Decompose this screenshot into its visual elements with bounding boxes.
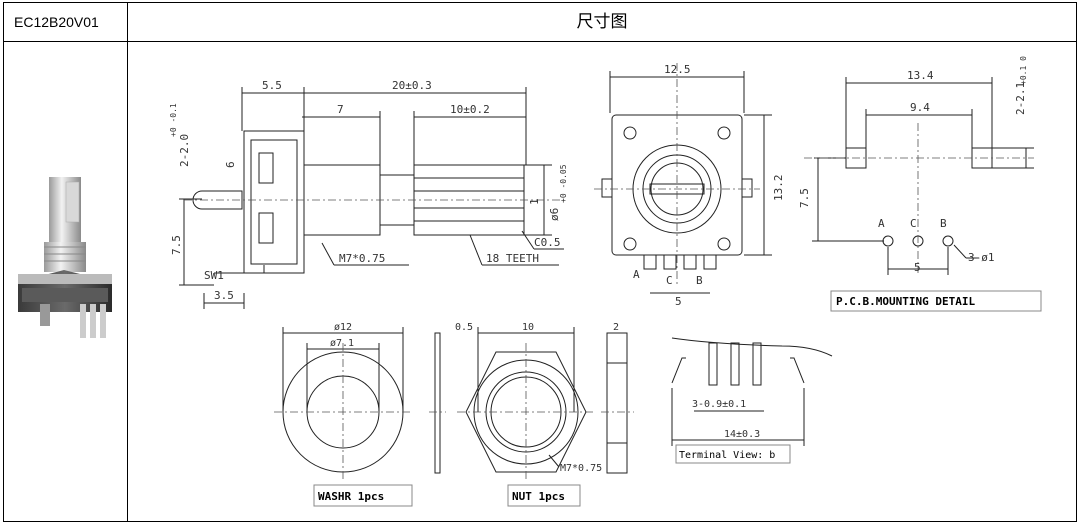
label-teeth: 18 TEETH <box>486 252 539 265</box>
part-code: EC12B20V01 <box>4 3 128 42</box>
dim-7-5-side: 7.5 <box>170 235 183 255</box>
label-m7: M7*0.75 <box>339 252 385 265</box>
pcb-caption: P.C.B.MOUNTING DETAIL <box>836 295 975 308</box>
dim-1: 1 <box>528 198 541 205</box>
pcb-pin-a: A <box>878 217 885 230</box>
dim-7-5-pcb: 7.5 <box>798 188 811 208</box>
front-pin-a: A <box>633 268 640 281</box>
nut-caption: NUT 1pcs <box>512 490 565 503</box>
pcb-hole-a <box>882 235 894 247</box>
front-pin-b: B <box>696 274 703 287</box>
dim-9-4: 9.4 <box>910 101 930 114</box>
dimension-drawing: 5.5 20±0.3 7 10±0.2 2-2.0 +0 -0.1 6 1 ø6… <box>169 56 1042 507</box>
dim-20: 20±0.3 <box>392 79 432 92</box>
washer-caption: WASHR 1pcs <box>318 490 384 503</box>
dim-2-2-0: 2-2.0 <box>178 134 191 167</box>
dim-5-5: 5.5 <box>262 79 282 92</box>
dim-2-2-1: 2-2.1 <box>1014 82 1027 115</box>
pcb-pin-b: B <box>940 217 947 230</box>
side-view-body <box>243 130 305 274</box>
terminal-caption: Terminal View: b <box>679 450 775 461</box>
pcb-pin-c: C <box>910 217 917 230</box>
dim-c0-5: C0.5 <box>534 236 561 249</box>
dim-nut-thick: 2 <box>613 322 619 333</box>
drawing-title: 尺寸图 <box>128 3 1076 42</box>
encoder-photo <box>18 177 112 338</box>
dim-phi6: ø6 <box>548 208 561 221</box>
pcb-hole-b <box>942 235 954 247</box>
dim-terminal-span: 14±0.3 <box>724 429 760 440</box>
dim-10: 10±0.2 <box>450 103 490 116</box>
dim-3-5: 3.5 <box>214 289 234 302</box>
dim-holes: 3-ø1 <box>968 251 995 264</box>
label-sw1: SW1 <box>204 269 224 282</box>
side-view-switch-pin <box>192 190 243 210</box>
terminal-outline <box>671 337 833 357</box>
dim-washer-outer: ø12 <box>334 322 352 333</box>
dim-nut-thread: M7*0.75 <box>560 463 602 474</box>
front-pin-c: C <box>666 274 673 287</box>
dim-washer-thick: 0.5 <box>455 322 473 333</box>
product-photo-cell <box>4 42 128 521</box>
dim-nut-width: 10 <box>522 322 534 333</box>
dim-5-pcb: 5 <box>914 261 921 274</box>
dim-terminal-pitch: 3-0.9±0.1 <box>692 399 746 410</box>
dim-2-2-0-tol: +0 -0.1 <box>169 103 178 137</box>
dim-phi6-tol: +0 -0.05 <box>559 164 568 203</box>
dim-13-2: 13.2 <box>772 175 785 202</box>
drawing-sheet: EC12B20V01 尺寸图 <box>3 2 1077 522</box>
dim-13-4: 13.4 <box>907 69 934 82</box>
dim-7: 7 <box>337 103 344 116</box>
washer-side <box>434 332 441 474</box>
dim-2-2-1-tol: +0.1 0 <box>1019 56 1028 85</box>
dim-5-front: 5 <box>675 295 682 308</box>
dim-6: 6 <box>224 161 237 168</box>
dim-12-5: 12.5 <box>664 63 691 76</box>
dim-washer-inner: ø7.1 <box>330 338 354 349</box>
nut-side <box>606 332 628 474</box>
nut-hex <box>465 351 587 473</box>
